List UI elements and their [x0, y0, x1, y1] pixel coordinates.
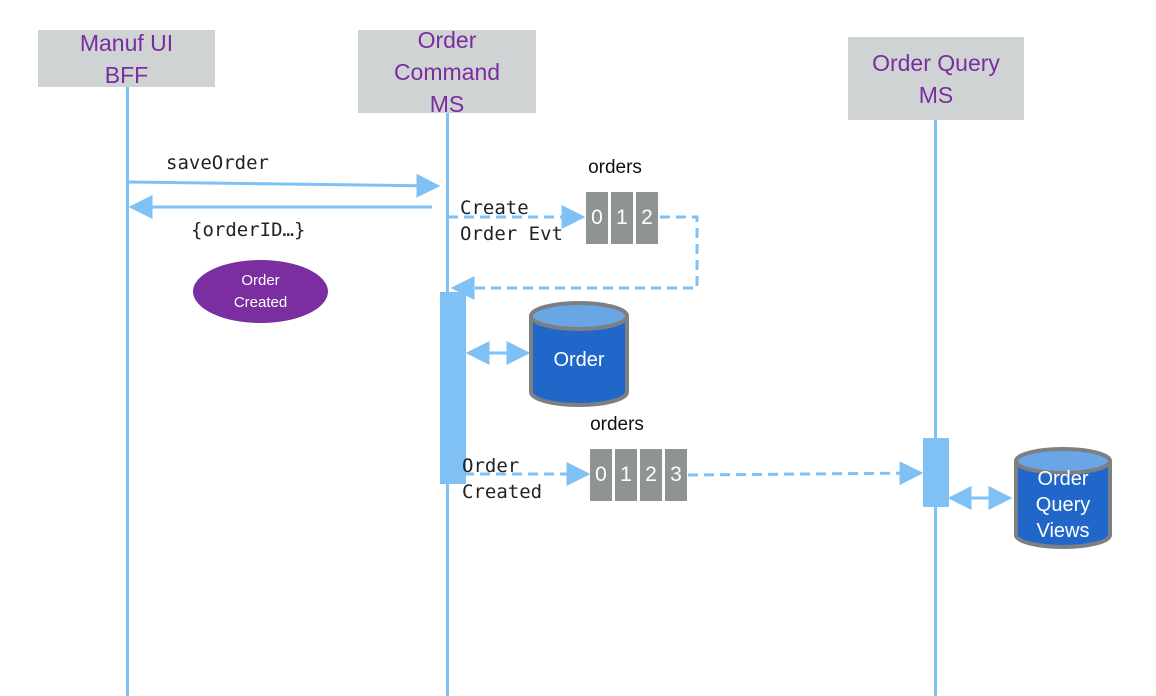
topic-to-query-arrow — [687, 461, 924, 486]
participant-command: Order Command MS — [358, 27, 536, 117]
partition-cell: 2 — [640, 449, 662, 501]
topic-loopback-arrow — [450, 215, 699, 300]
participant-bff-label: Manuf UI BFF — [79, 29, 174, 88]
partition-cell: 1 — [611, 192, 633, 244]
order-created-badge: Order Created — [193, 260, 328, 323]
partition-cell: 2 — [636, 192, 658, 244]
lifeline-query — [934, 120, 937, 696]
lifeline-bff — [126, 87, 129, 696]
partition-cell: 3 — [665, 449, 687, 501]
partition-cell: 0 — [590, 449, 612, 501]
partition-cell: 1 — [615, 449, 637, 501]
topic-label-first: orders — [588, 157, 642, 178]
participant-query: Order Query MS — [848, 37, 1024, 120]
participant-query-label: Order Query MS — [872, 49, 1000, 108]
order-created-evt-label: Order Created — [462, 455, 543, 503]
topic-label-second: orders — [590, 414, 644, 435]
participant-bff: Manuf UI BFF — [38, 30, 215, 88]
query-activation-bar — [923, 438, 949, 507]
order-id-reply-label: {orderID…} — [191, 219, 306, 241]
participant-command-label: Order Command MS — [393, 26, 501, 117]
order-query-views-database-label: Order Query Views — [1035, 468, 1091, 542]
command-activation-bar — [440, 292, 466, 484]
order-database-icon — [529, 301, 629, 407]
partition-cell: 0 — [586, 192, 608, 244]
save-order-label: saveOrder — [166, 152, 269, 174]
save-order-arrow — [127, 173, 441, 198]
order-database-label: Order — [553, 349, 605, 371]
order-query-views-database-icon — [1014, 447, 1112, 549]
create-order-evt-label: Create Order Evt — [460, 197, 563, 245]
